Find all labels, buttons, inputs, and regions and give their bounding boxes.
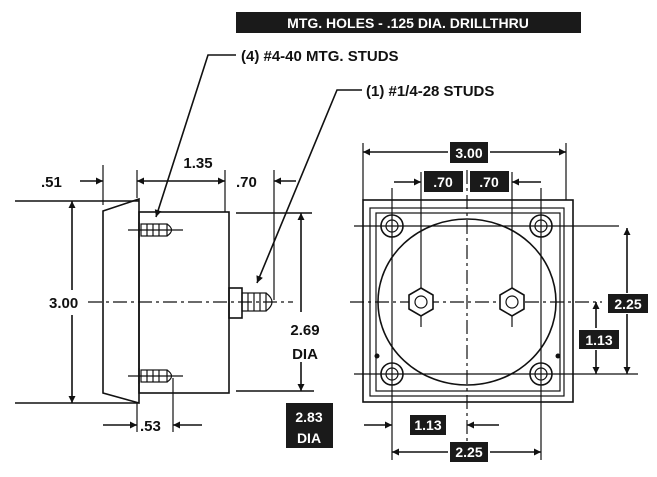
- terminal-stud: [228, 287, 273, 319]
- stud-spacing-left-dimension: .70: [433, 174, 453, 190]
- body-diameter-dimension: 2.69: [290, 322, 319, 339]
- overall-width-dimension: 3.00: [455, 145, 482, 161]
- body-depth-dimension: 1.35: [183, 155, 212, 172]
- stud-spacing-right-dimension: .70: [479, 174, 499, 190]
- overall-height-dimension: 3.00: [49, 295, 78, 312]
- mounting-stud-lower: [128, 368, 183, 384]
- cutout-diameter-badge: 2.83 DIA: [286, 403, 333, 448]
- terminal-studs-label: (1) #1/4-28 STUDS: [366, 83, 494, 100]
- mounting-holes: [380, 214, 553, 386]
- front-view: 3.00 .70 .70 2.25 1.13 1.13 2.25: [350, 142, 648, 462]
- hole-spacing-vertical-dimension: 2.25: [614, 296, 641, 312]
- mounting-studs-callout: (4) #4-40 MTG. STUDS: [154, 48, 399, 218]
- side-view: .51 1.35 .70 3.00 2.69 DIA .53 2.83 D: [15, 155, 333, 448]
- half-horizontal-dimension: 1.13: [414, 417, 441, 433]
- terminal-nuts: [408, 287, 525, 317]
- front-panel: [362, 199, 574, 403]
- mounting-holes-note: MTG. HOLES - .125 DIA. DRILLTHRU: [236, 12, 581, 33]
- terminal-studs-callout: (1) #1/4-28 STUDS: [256, 83, 494, 284]
- stud-offset-dimension: .53: [140, 418, 161, 435]
- mounting-studs-label: (4) #4-40 MTG. STUDS: [241, 48, 399, 65]
- hole-spacing-horizontal-dimension: 2.25: [455, 444, 482, 460]
- half-vertical-dimension: 1.13: [585, 332, 612, 348]
- mounting-stud-upper: [128, 222, 183, 238]
- mounting-holes-label: MTG. HOLES - .125 DIA. DRILLTHRU: [287, 15, 529, 31]
- svg-text:DIA: DIA: [297, 430, 321, 446]
- bezel-offset-dimension: .51: [41, 174, 62, 191]
- body-diameter-unit: DIA: [292, 346, 318, 363]
- svg-text:2.83: 2.83: [295, 409, 322, 425]
- stud-length-dimension: .70: [236, 174, 257, 191]
